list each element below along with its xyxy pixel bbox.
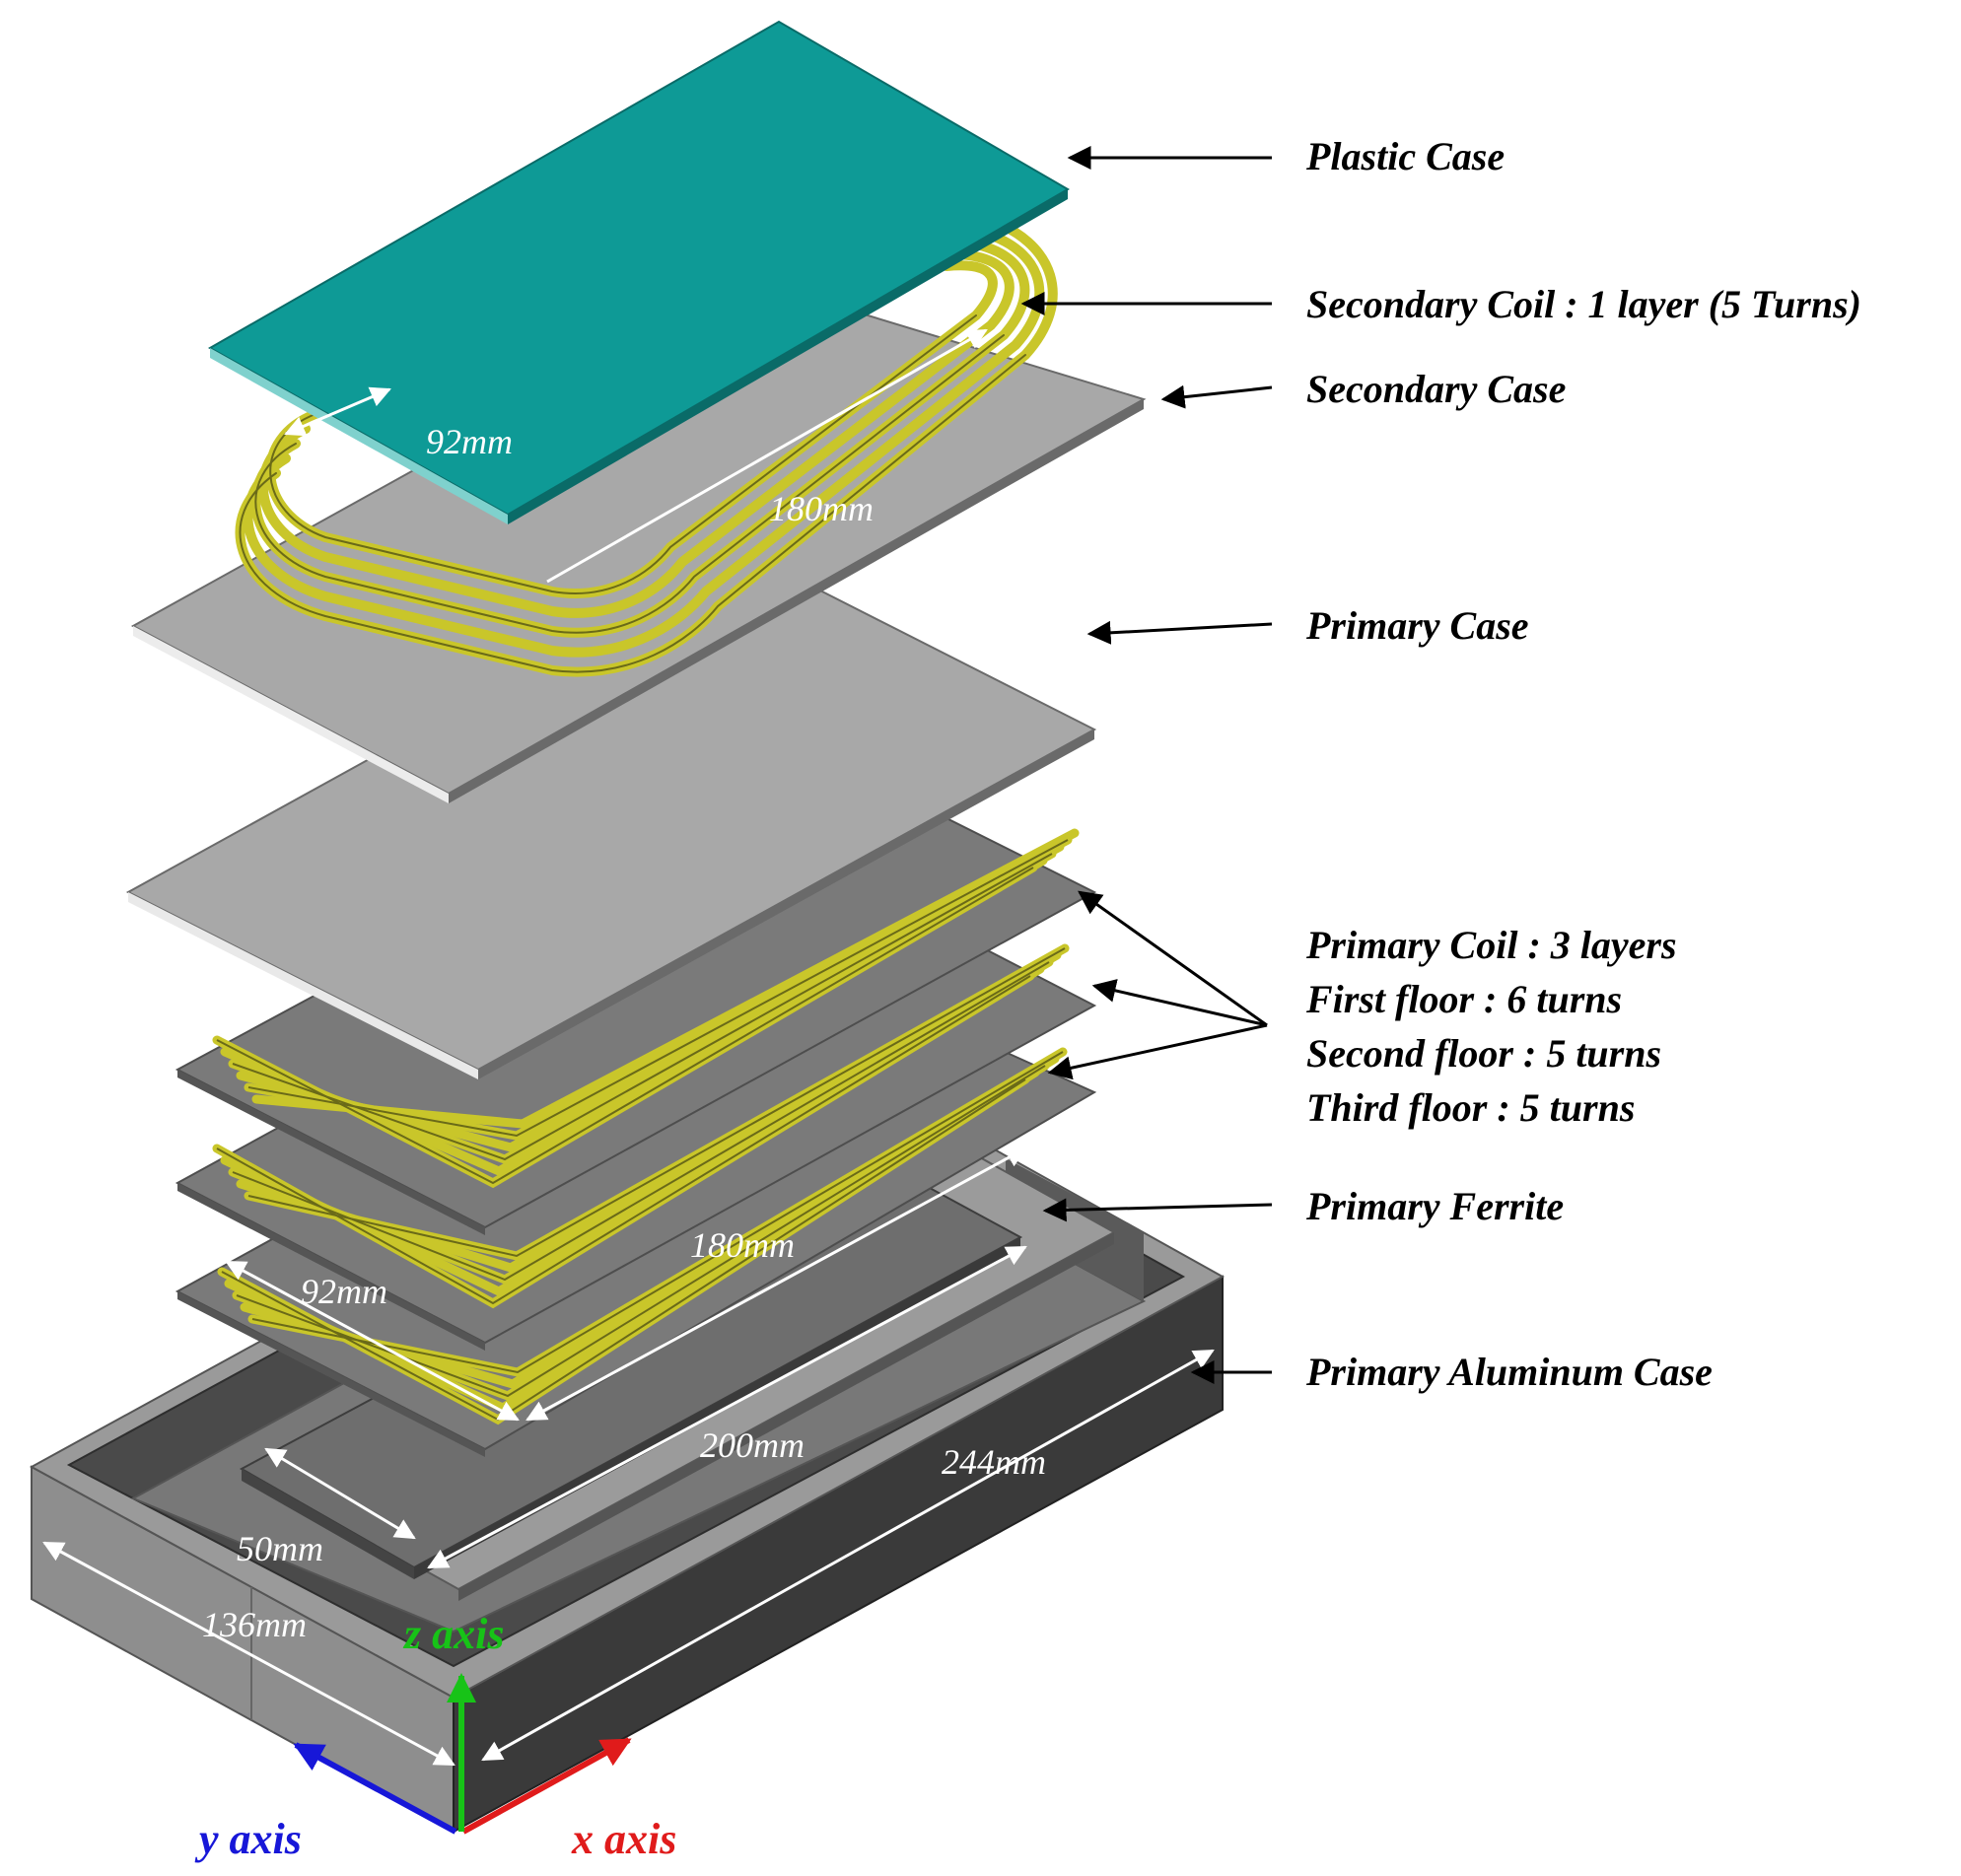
label-primary-ferrite: Primary Ferrite	[1305, 1184, 1564, 1228]
axis-labels: z axis y axis x axis	[194, 1610, 676, 1863]
dim-primary-coil-width: 92mm	[301, 1272, 387, 1311]
primary-case	[125, 550, 1097, 1079]
dim-primary-coil-length: 180mm	[690, 1225, 795, 1265]
dimension-labels: 92mm 180mm 92mm 180mm 200mm 50mm 244mm 1…	[202, 422, 1046, 1644]
label-secondary-case: Secondary Case	[1306, 367, 1566, 411]
dim-case-width: 136mm	[202, 1605, 307, 1644]
dim-secondary-coil-length: 180mm	[769, 489, 874, 528]
label-z-axis: z axis	[402, 1610, 504, 1658]
secondary-case	[130, 279, 1147, 803]
y-axis-line	[293, 1742, 457, 1835]
dimension-lines	[42, 328, 1215, 1767]
label-second-floor: Second floor : 5 turns	[1306, 1031, 1661, 1076]
label-x-axis: x axis	[571, 1815, 676, 1863]
label-primary-case: Primary Case	[1305, 603, 1529, 648]
dim-secondary-coil-width: 92mm	[426, 422, 513, 461]
label-primary-coil: Primary Coil : 3 layers	[1305, 923, 1677, 967]
dim-ferrite-width: 50mm	[237, 1529, 323, 1568]
label-primary-aluminum-case: Primary Aluminum Case	[1305, 1350, 1713, 1394]
label-first-floor: First floor : 6 turns	[1305, 977, 1622, 1021]
label-plastic-case: Plastic Case	[1305, 134, 1505, 178]
leader-arrows	[1020, 146, 1273, 1384]
coordinate-axes	[293, 1673, 632, 1835]
label-y-axis: y axis	[194, 1815, 302, 1863]
label-third-floor: Third floor : 5 turns	[1306, 1085, 1635, 1130]
part-labels: Plastic Case Secondary Coil : 1 layer (5…	[1305, 134, 1861, 1394]
x-axis-line	[461, 1737, 632, 1835]
dim-ferrite-length: 200mm	[700, 1425, 805, 1465]
label-secondary-coil: Secondary Coil : 1 layer (5 Turns)	[1306, 282, 1861, 326]
secondary-coil	[235, 214, 1058, 677]
dim-case-length: 244mm	[942, 1442, 1046, 1482]
